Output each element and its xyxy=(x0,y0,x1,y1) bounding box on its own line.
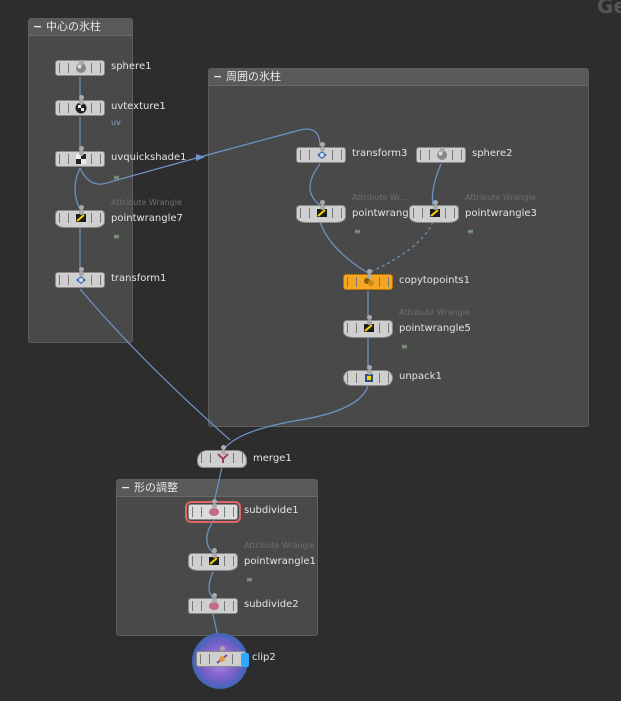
input-port[interactable] xyxy=(79,205,84,210)
input-port[interactable] xyxy=(212,548,217,553)
render-flag[interactable] xyxy=(241,653,249,667)
input-port[interactable] xyxy=(79,146,84,151)
node-label: uvquickshade1 xyxy=(111,152,187,163)
output-port[interactable] xyxy=(221,450,226,455)
output-port[interactable] xyxy=(367,274,372,279)
collapse-icon[interactable]: − xyxy=(213,70,223,83)
input-port[interactable] xyxy=(367,315,372,320)
node-body[interactable] xyxy=(185,501,241,523)
netbox-title: 中心の氷柱 xyxy=(46,20,101,33)
output-port[interactable] xyxy=(212,553,217,558)
node-label: subdivide1 xyxy=(244,505,299,516)
output-port[interactable] xyxy=(79,151,84,156)
output-port[interactable] xyxy=(367,320,372,325)
subdivide-icon xyxy=(209,602,219,610)
netbox-header[interactable]: −中心の氷柱 xyxy=(29,19,132,36)
node-label: subdivide2 xyxy=(244,599,299,610)
output-port[interactable] xyxy=(212,504,217,509)
node-label: sphere2 xyxy=(472,148,513,159)
input-port[interactable] xyxy=(212,593,217,598)
checker-icon xyxy=(75,102,87,114)
node-flag-indicator: ≡ xyxy=(467,227,474,236)
node-type-label: Attribute Wrangle xyxy=(399,308,470,317)
node-type-label: Attribute Wrangle xyxy=(244,541,315,550)
node-body[interactable] xyxy=(188,598,238,614)
node-label: pointwrangle5 xyxy=(399,323,471,334)
input-port[interactable] xyxy=(79,267,84,272)
node-label: unpack1 xyxy=(399,371,442,382)
wrangle-icon xyxy=(76,214,86,222)
network-type-label: Ge xyxy=(597,0,621,18)
output-port[interactable] xyxy=(433,205,438,210)
output-port[interactable] xyxy=(212,598,217,603)
node-label: copytopoints1 xyxy=(399,275,470,286)
wrangle-icon xyxy=(317,209,327,217)
input-port[interactable] xyxy=(221,445,226,450)
node-flag-indicator: ≡ xyxy=(113,232,120,241)
transform-icon xyxy=(76,276,86,284)
sphere-icon xyxy=(437,150,447,160)
wrangle-icon xyxy=(364,324,374,332)
output-port[interactable] xyxy=(367,370,372,375)
node-flag-indicator: ≡ xyxy=(113,173,120,182)
netbox-header[interactable]: −周囲の氷柱 xyxy=(209,69,588,86)
copy-icon xyxy=(364,278,374,286)
output-port[interactable] xyxy=(79,210,84,215)
sphere-icon xyxy=(76,63,86,73)
node-flag-indicator: ≡ xyxy=(246,575,253,584)
input-port[interactable] xyxy=(79,95,84,100)
node-type-label: Attribute Wrangle xyxy=(111,198,182,207)
wrangle-icon xyxy=(209,557,219,565)
node-label: merge1 xyxy=(253,453,292,464)
node-body[interactable] xyxy=(343,370,393,386)
node-label: pointwrangle7 xyxy=(111,213,183,224)
collapse-icon[interactable]: − xyxy=(121,481,131,494)
output-port[interactable] xyxy=(320,205,325,210)
node-label: transform1 xyxy=(111,273,167,284)
node-type-label: Attribute Wr... xyxy=(352,193,408,202)
node-flag-indicator: ≡ xyxy=(354,227,361,236)
netbox-header[interactable]: −形の調整 xyxy=(117,480,317,497)
output-port[interactable] xyxy=(79,272,84,277)
netbox-title: 周囲の氷柱 xyxy=(226,70,281,83)
output-port[interactable] xyxy=(440,147,445,152)
node-label: clip2 xyxy=(252,652,276,663)
input-port[interactable] xyxy=(367,365,372,370)
input-port[interactable] xyxy=(320,200,325,205)
node-body[interactable] xyxy=(55,272,105,288)
node-attribute-badge: uv xyxy=(111,118,121,127)
merge-icon xyxy=(217,453,229,463)
node-label: pointwrangle3 xyxy=(465,208,537,219)
unpack-icon xyxy=(365,374,373,382)
node-label: pointwrangle xyxy=(352,208,418,219)
node-label: transform3 xyxy=(352,148,408,159)
output-port[interactable] xyxy=(79,100,84,105)
input-port[interactable] xyxy=(220,646,225,651)
node-body[interactable] xyxy=(196,651,249,667)
node-label: sphere1 xyxy=(111,61,152,72)
output-port[interactable] xyxy=(320,147,325,152)
output-port[interactable] xyxy=(79,60,84,65)
clip-icon xyxy=(216,654,228,664)
node-label: uvtexture1 xyxy=(111,101,166,112)
subdivide-icon xyxy=(209,508,219,516)
netbox-title: 形の調整 xyxy=(134,481,178,494)
collapse-icon[interactable]: − xyxy=(33,20,43,33)
input-port[interactable] xyxy=(320,142,325,147)
node-label: pointwrangle1 xyxy=(244,556,316,567)
wrangle-icon xyxy=(430,209,440,217)
node-type-label: Attribute Wrangle xyxy=(465,193,536,202)
node-flag-indicator: ≡ xyxy=(401,342,408,351)
